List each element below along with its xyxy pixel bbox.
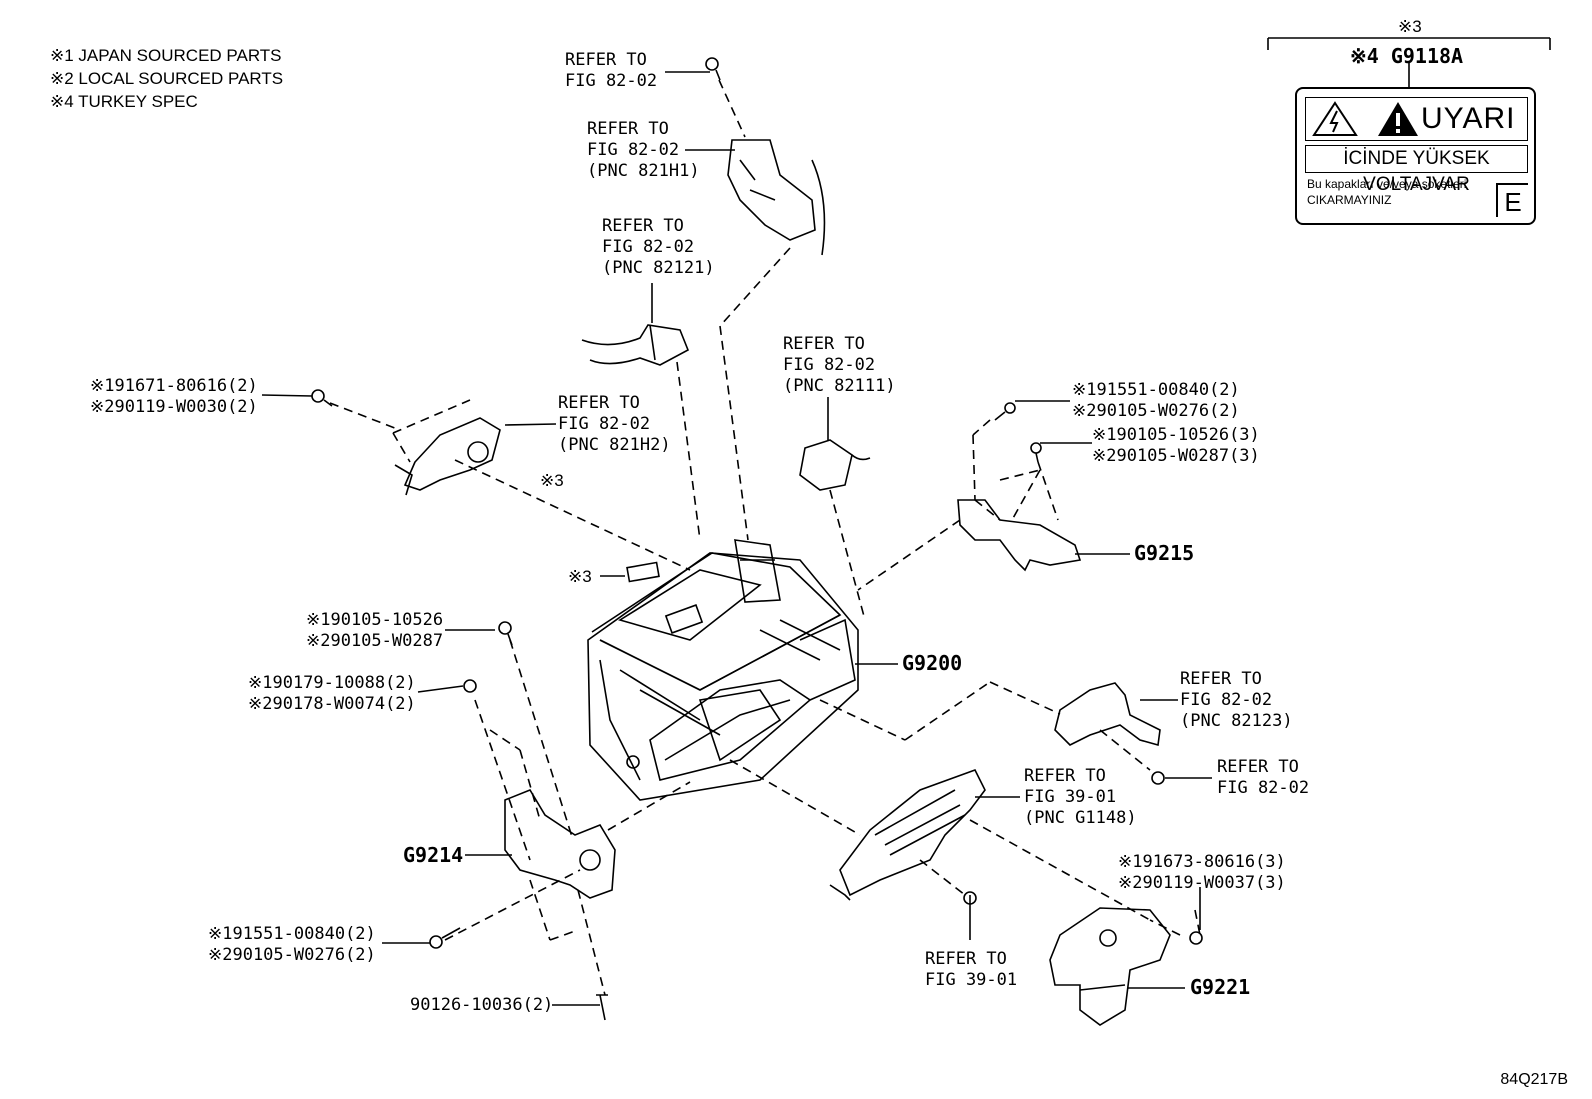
cover-g9221: [1049, 907, 1203, 1026]
top-connector: [705, 57, 826, 256]
refer-to-callout[interactable]: REFER TO FIG 39-01 (PNC G1148): [1024, 766, 1137, 828]
caution-label-line2: Bu kapakları ve/veya soketleri: [1307, 177, 1467, 191]
cooling-unit: [829, 769, 986, 905]
legend-line: ※1 JAPAN SOURCED PARTS: [50, 46, 282, 65]
inverter-assembly: [587, 539, 859, 801]
group-mark: ※3: [1398, 17, 1422, 36]
small-connector: [799, 439, 871, 491]
legend: ※1 JAPAN SOURCED PARTS ※2 LOCAL SOURCED …: [50, 44, 283, 113]
side-connector: [311, 389, 501, 496]
legend-line: ※2 LOCAL SOURCED PARTS: [50, 69, 284, 88]
part-number-callout[interactable]: ※190105-10526 ※290105-W0287: [306, 610, 444, 651]
legend-line: ※4 TURKEY SPEC: [50, 92, 198, 111]
refer-to-callout[interactable]: REFER TO FIG 82-02 (PNC 82111): [783, 334, 896, 396]
refer-to-callout[interactable]: REFER TO FIG 39-01: [925, 949, 1018, 990]
caution-label-line3: CIKARMAYINIZ: [1307, 193, 1392, 207]
high-voltage-icon: [1312, 101, 1358, 136]
assembly-label-g9214[interactable]: G9214: [403, 843, 464, 867]
part-number-callout[interactable]: ※191551-00840(2) ※290105-W0276(2): [1072, 380, 1240, 421]
refer-to-callout[interactable]: REFER TO FIG 82-02: [565, 50, 658, 91]
refer-to-callout[interactable]: REFER TO FIG 82-02 (PNC 821H1): [587, 119, 700, 181]
assembly-label-g9200[interactable]: G9200: [902, 651, 963, 675]
group-bracket: [1267, 37, 1551, 50]
refer-to-callout[interactable]: REFER TO FIG 82-02: [1217, 757, 1310, 798]
bracket-82123: [1054, 682, 1165, 785]
bracket-g9215: [957, 402, 1082, 572]
part-number-callout[interactable]: ※190105-10526(3) ※290105-W0287(3): [1092, 425, 1260, 466]
caution-label-corner: E: [1496, 183, 1528, 217]
part-number-callout[interactable]: ※191673-80616(3) ※290119-W0037(3): [1118, 852, 1286, 893]
caution-label-part-number[interactable]: ※4 G9118A: [1350, 44, 1464, 68]
bracket-g9214: [429, 621, 616, 1021]
cable-connector: [581, 324, 690, 366]
part-number-callout[interactable]: ※191551-00840(2) ※290105-W0276(2): [208, 924, 376, 965]
group-mark: ※3: [568, 567, 592, 586]
warning-icon: [1378, 102, 1418, 136]
drawing-code: 84Q217B: [1500, 1071, 1568, 1088]
part-number-callout[interactable]: ※190179-10088(2) ※290178-W0074(2): [248, 673, 416, 714]
leader-lines: [261, 62, 1410, 1006]
assembly-label-g9221[interactable]: G9221: [1190, 975, 1251, 999]
refer-to-callout[interactable]: REFER TO FIG 82-02 (PNC 82123): [1180, 669, 1293, 731]
refer-to-callout[interactable]: REFER TO FIG 82-02 (PNC 821H2): [558, 393, 671, 455]
caution-label: UYARI İCİNDE YÜKSEK VOLTAJVAR Bu kapakla…: [1295, 87, 1536, 225]
group-mark: ※3: [540, 471, 564, 490]
caution-label-header: UYARI: [1305, 97, 1528, 141]
part-number-callout[interactable]: ※191671-80616(2) ※290119-W0030(2): [90, 376, 258, 417]
caution-label-line1: İCİNDE YÜKSEK VOLTAJVAR: [1305, 145, 1528, 195]
part-number-callout[interactable]: 90126-10036(2): [410, 995, 554, 1015]
assembly-label-g9215[interactable]: G9215: [1134, 541, 1195, 565]
caution-label-icon: [626, 561, 660, 583]
caution-label-title: UYARI: [1421, 102, 1516, 135]
refer-to-callout[interactable]: REFER TO FIG 82-02 (PNC 82121): [602, 216, 715, 278]
